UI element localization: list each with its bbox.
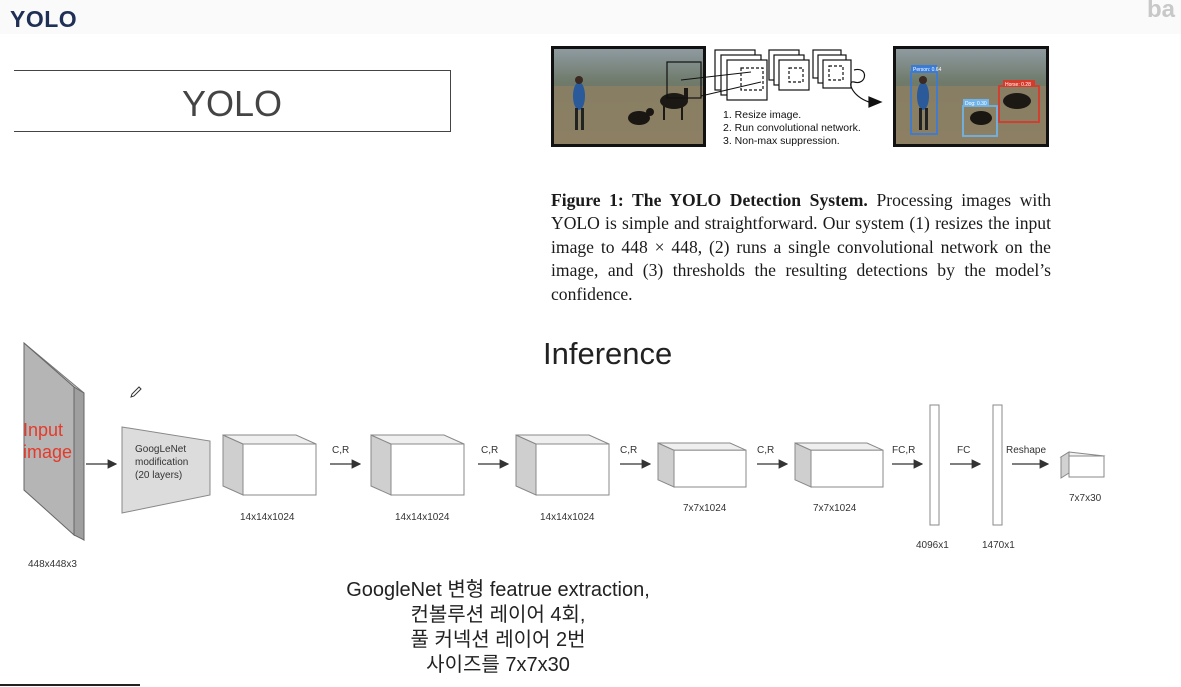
pencil-icon xyxy=(130,386,142,398)
figure-step-2: 2. Run convolutional network. xyxy=(723,122,861,134)
input-photo xyxy=(551,46,706,147)
flow-arrow-label-5: FC,R xyxy=(892,445,915,456)
title-box-text: YOLO xyxy=(181,83,283,124)
feature-block-2 xyxy=(370,434,465,496)
bottom-rule xyxy=(0,684,140,686)
feature-block-size-4: 7x7x1024 xyxy=(683,503,727,514)
output-cube xyxy=(1059,451,1106,482)
korean-notes: GoogleNet 변형 featrue extraction, 컨볼루션 레이… xyxy=(320,578,676,678)
flow-arrow-label-6: FC xyxy=(957,445,970,456)
flow-arrow-label-1: C,R xyxy=(332,445,349,456)
corner-logo: ba xyxy=(1146,0,1175,23)
figure-caption: Figure 1: The YOLO Detection System. Pro… xyxy=(551,189,1051,306)
top-bar xyxy=(0,0,1181,34)
googlenet-label-2: modification xyxy=(135,457,188,468)
feature-block-size-5: 7x7x1024 xyxy=(813,503,857,514)
figure-step-1: 1. Resize image. xyxy=(723,109,801,121)
flow-arrow-label-7: Reshape xyxy=(1006,445,1046,456)
note-line-3: 풀 커넥션 레이어 2번 xyxy=(410,629,586,651)
inference-title: Inference xyxy=(543,336,673,371)
fc-size-1470: 1470x1 xyxy=(982,540,1015,551)
note-line-2: 컨볼루션 레이어 4회, xyxy=(410,604,586,626)
caption-bold: Figure 1: The YOLO Detection System. xyxy=(551,190,868,210)
googlenet-label-1: GoogLeNet xyxy=(135,444,186,455)
figure-step-3: 3. Non-max suppression. xyxy=(723,135,840,147)
feature-block-4 xyxy=(657,442,747,488)
conv-stack-icon xyxy=(714,49,883,108)
inference-diagram: Input image 448x448x3 GoogLeNet modifica… xyxy=(23,341,1106,570)
input-image-label-line1: Input xyxy=(23,420,63,440)
feature-block-3 xyxy=(515,434,610,496)
feature-block-size-3: 14x14x1024 xyxy=(540,512,595,523)
title-box: YOLO xyxy=(14,70,451,132)
googlenet-label-3: (20 layers) xyxy=(135,470,182,481)
input-image-label-line2: image xyxy=(23,442,72,462)
input-size-label: 448x448x3 xyxy=(28,559,77,570)
flow-arrow-label-3: C,R xyxy=(620,445,637,456)
caption-text: Processing images with YOLO is simple an… xyxy=(551,190,1052,304)
feature-block-size-2: 14x14x1024 xyxy=(395,512,450,523)
fc-size-4096: 4096x1 xyxy=(916,540,949,551)
googlenet-block xyxy=(121,426,211,514)
detection-label-person: Person: 0.64 xyxy=(913,67,942,73)
note-line-1: GoogleNet 변형 featrue extraction, xyxy=(346,579,650,601)
input-image-slab xyxy=(23,341,85,542)
output-size-label: 7x7x30 xyxy=(1069,493,1102,504)
flow-arrow-label-2: C,R xyxy=(481,445,498,456)
fc-layer-1470 xyxy=(992,404,1003,526)
detection-label-dog: Dog: 0.30 xyxy=(965,101,987,107)
yolo-figure-strip: 1. Resize image. 2. Run convolutional ne… xyxy=(551,46,1049,147)
feature-block-5 xyxy=(794,442,884,488)
note-line-4: 사이즈를 7x7x30 xyxy=(426,654,570,676)
flow-arrow-label-4: C,R xyxy=(757,445,774,456)
feature-block-size-1: 14x14x1024 xyxy=(240,512,295,523)
output-photo: Person: 0.64 Dog: 0.30 Horse: 0.28 xyxy=(893,46,1049,147)
detection-label-horse: Horse: 0.28 xyxy=(1005,82,1031,88)
fc-layer-4096 xyxy=(929,404,940,526)
feature-block-1 xyxy=(222,434,317,496)
slide-title: YOLO xyxy=(10,6,78,32)
